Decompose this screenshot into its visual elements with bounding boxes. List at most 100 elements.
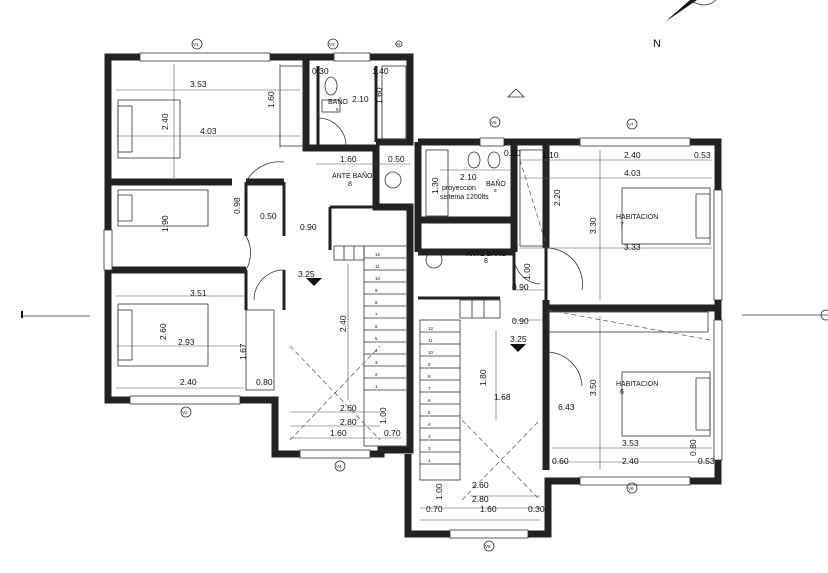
dim-label: 0.50 (260, 211, 277, 221)
stairs-right (419, 159, 711, 501)
sink-ante-left-icon (384, 171, 402, 189)
window-top-bath (333, 52, 371, 62)
dim-label: 4.03 (200, 126, 217, 136)
room-bano-top-number: 9 (336, 107, 339, 112)
room-ante-bano-right-name: ANTE BAÑO (466, 249, 507, 258)
dim-label: 0.90 (512, 282, 529, 292)
stair-step-number: 12 (375, 252, 381, 257)
dim-label: 1.60 (374, 87, 384, 104)
dim-label: 0.70 (384, 428, 401, 438)
stair-step-number: 5 (428, 410, 431, 415)
room-ante-bano-left-number: 8 (348, 181, 352, 188)
room-ante-bano-right-number: 8 (484, 258, 488, 265)
dim-label: 0.80 (256, 377, 273, 387)
stair-step-number: 7 (375, 312, 378, 317)
ref-marker-icon (327, 38, 339, 50)
dim-label: 1.80 (478, 369, 488, 386)
dim-label: 2.10 (352, 94, 369, 104)
ref-label: V6 (628, 486, 634, 491)
dimension-labels: 3.53 4.03 2.40 1.60 0.30 1.40 2.10 1.60 … (158, 66, 715, 514)
ref-label: V7 (628, 122, 634, 127)
ref-marker-icon (180, 406, 192, 418)
dim-label: 1.00 (522, 263, 532, 280)
dim-label: 2.60 (340, 403, 357, 413)
dim-label: 1.00 (434, 483, 444, 500)
pillow-hab6 (695, 377, 711, 431)
stair-right-landing-steps (459, 299, 501, 319)
ref-marker-icon (395, 40, 403, 48)
toilet-top-icon (324, 76, 338, 96)
dim-label: 3.50 (588, 379, 598, 396)
dim-label: 1.90 (160, 215, 170, 232)
dim-label: 0.70 (426, 504, 443, 514)
dim-label: 2.40 (338, 315, 348, 332)
dim-label: 1.30 (430, 177, 440, 194)
stair-step-number: 3 (375, 360, 378, 365)
room-bano-right-number: 8 (494, 188, 497, 193)
ref-label: V4 (336, 464, 342, 469)
wall-left-block (104, 53, 414, 458)
dim-label: 3.53 (622, 438, 639, 448)
stair-step-number: 6 (428, 398, 431, 403)
ref-marker-icon (191, 38, 203, 50)
dim-label: 1.67 (238, 343, 248, 360)
dim-label: 1.60 (480, 504, 497, 514)
window-top-left (139, 52, 271, 62)
ref-label: V5 (491, 120, 497, 125)
stair-step-number: 10 (375, 276, 381, 281)
stair-left-landing-steps (333, 245, 365, 261)
stair-step-number: 12 (428, 326, 434, 331)
dim-label: 0.90 (300, 222, 317, 232)
window-stair-bottom (449, 529, 529, 539)
wardrobe-hab6 (547, 311, 709, 333)
dim-label: 1.68 (494, 392, 511, 402)
window-hab7-side (713, 189, 723, 301)
dim-label: 0.50 (388, 154, 405, 164)
level-marker-top-icon (507, 88, 525, 98)
compass: N (653, 0, 717, 50)
compass-circle-icon (689, 0, 717, 6)
reference-labels: V1 V3 V5 V7 V2 V4 V6 V8 V9 (182, 42, 634, 549)
reference-markers (180, 38, 638, 552)
dimension-lines (116, 64, 712, 521)
dim-label: 2.93 (178, 337, 195, 347)
dim-label: 2.60 (472, 480, 489, 490)
projection-note-line1: proyeccion (442, 185, 476, 192)
sink-top (321, 99, 341, 113)
stair-step-number: 4 (375, 348, 378, 353)
stair-step-number: 9 (375, 288, 378, 293)
stair-step-number: 11 (375, 264, 380, 269)
ref-marker-icon (334, 460, 346, 472)
dim-label: 0.53 (694, 150, 711, 160)
pillow-hab7 (695, 193, 711, 239)
dim-label: 3.51 (190, 288, 207, 298)
level-right: 3.25 (510, 334, 527, 344)
dim-label: 2.40 (624, 150, 641, 160)
window-hab6-side (713, 319, 723, 461)
stair-right-flight (419, 319, 461, 481)
doors (245, 117, 583, 387)
room-habitacion-7-number: 7 (620, 222, 624, 229)
section-mark-right-icon (820, 309, 828, 321)
stairs-left (289, 245, 409, 447)
shower-right (425, 149, 449, 217)
dim-label: 1.00 (378, 407, 388, 424)
level-marker-right-icon (510, 344, 526, 352)
dim-label: 2.40 (160, 113, 170, 130)
ref-marker-icon (626, 482, 638, 494)
dim-label: 2.40 (180, 377, 197, 387)
ref-marker-icon (489, 116, 501, 128)
pillow-left-mid (117, 194, 133, 222)
dim-label: 0.30 (504, 148, 521, 158)
dim-label: 3.30 (588, 217, 598, 234)
room-ante-bano-left-name: ANTE BAÑO (332, 171, 373, 180)
stair-step-number: 9 (428, 362, 431, 367)
stair-step-number: 3 (428, 434, 431, 439)
pillow-left-bottom (117, 309, 133, 361)
window-left-bottom (129, 395, 241, 405)
stair-step-number: 6 (375, 324, 378, 329)
stair-left-flight (363, 245, 409, 447)
